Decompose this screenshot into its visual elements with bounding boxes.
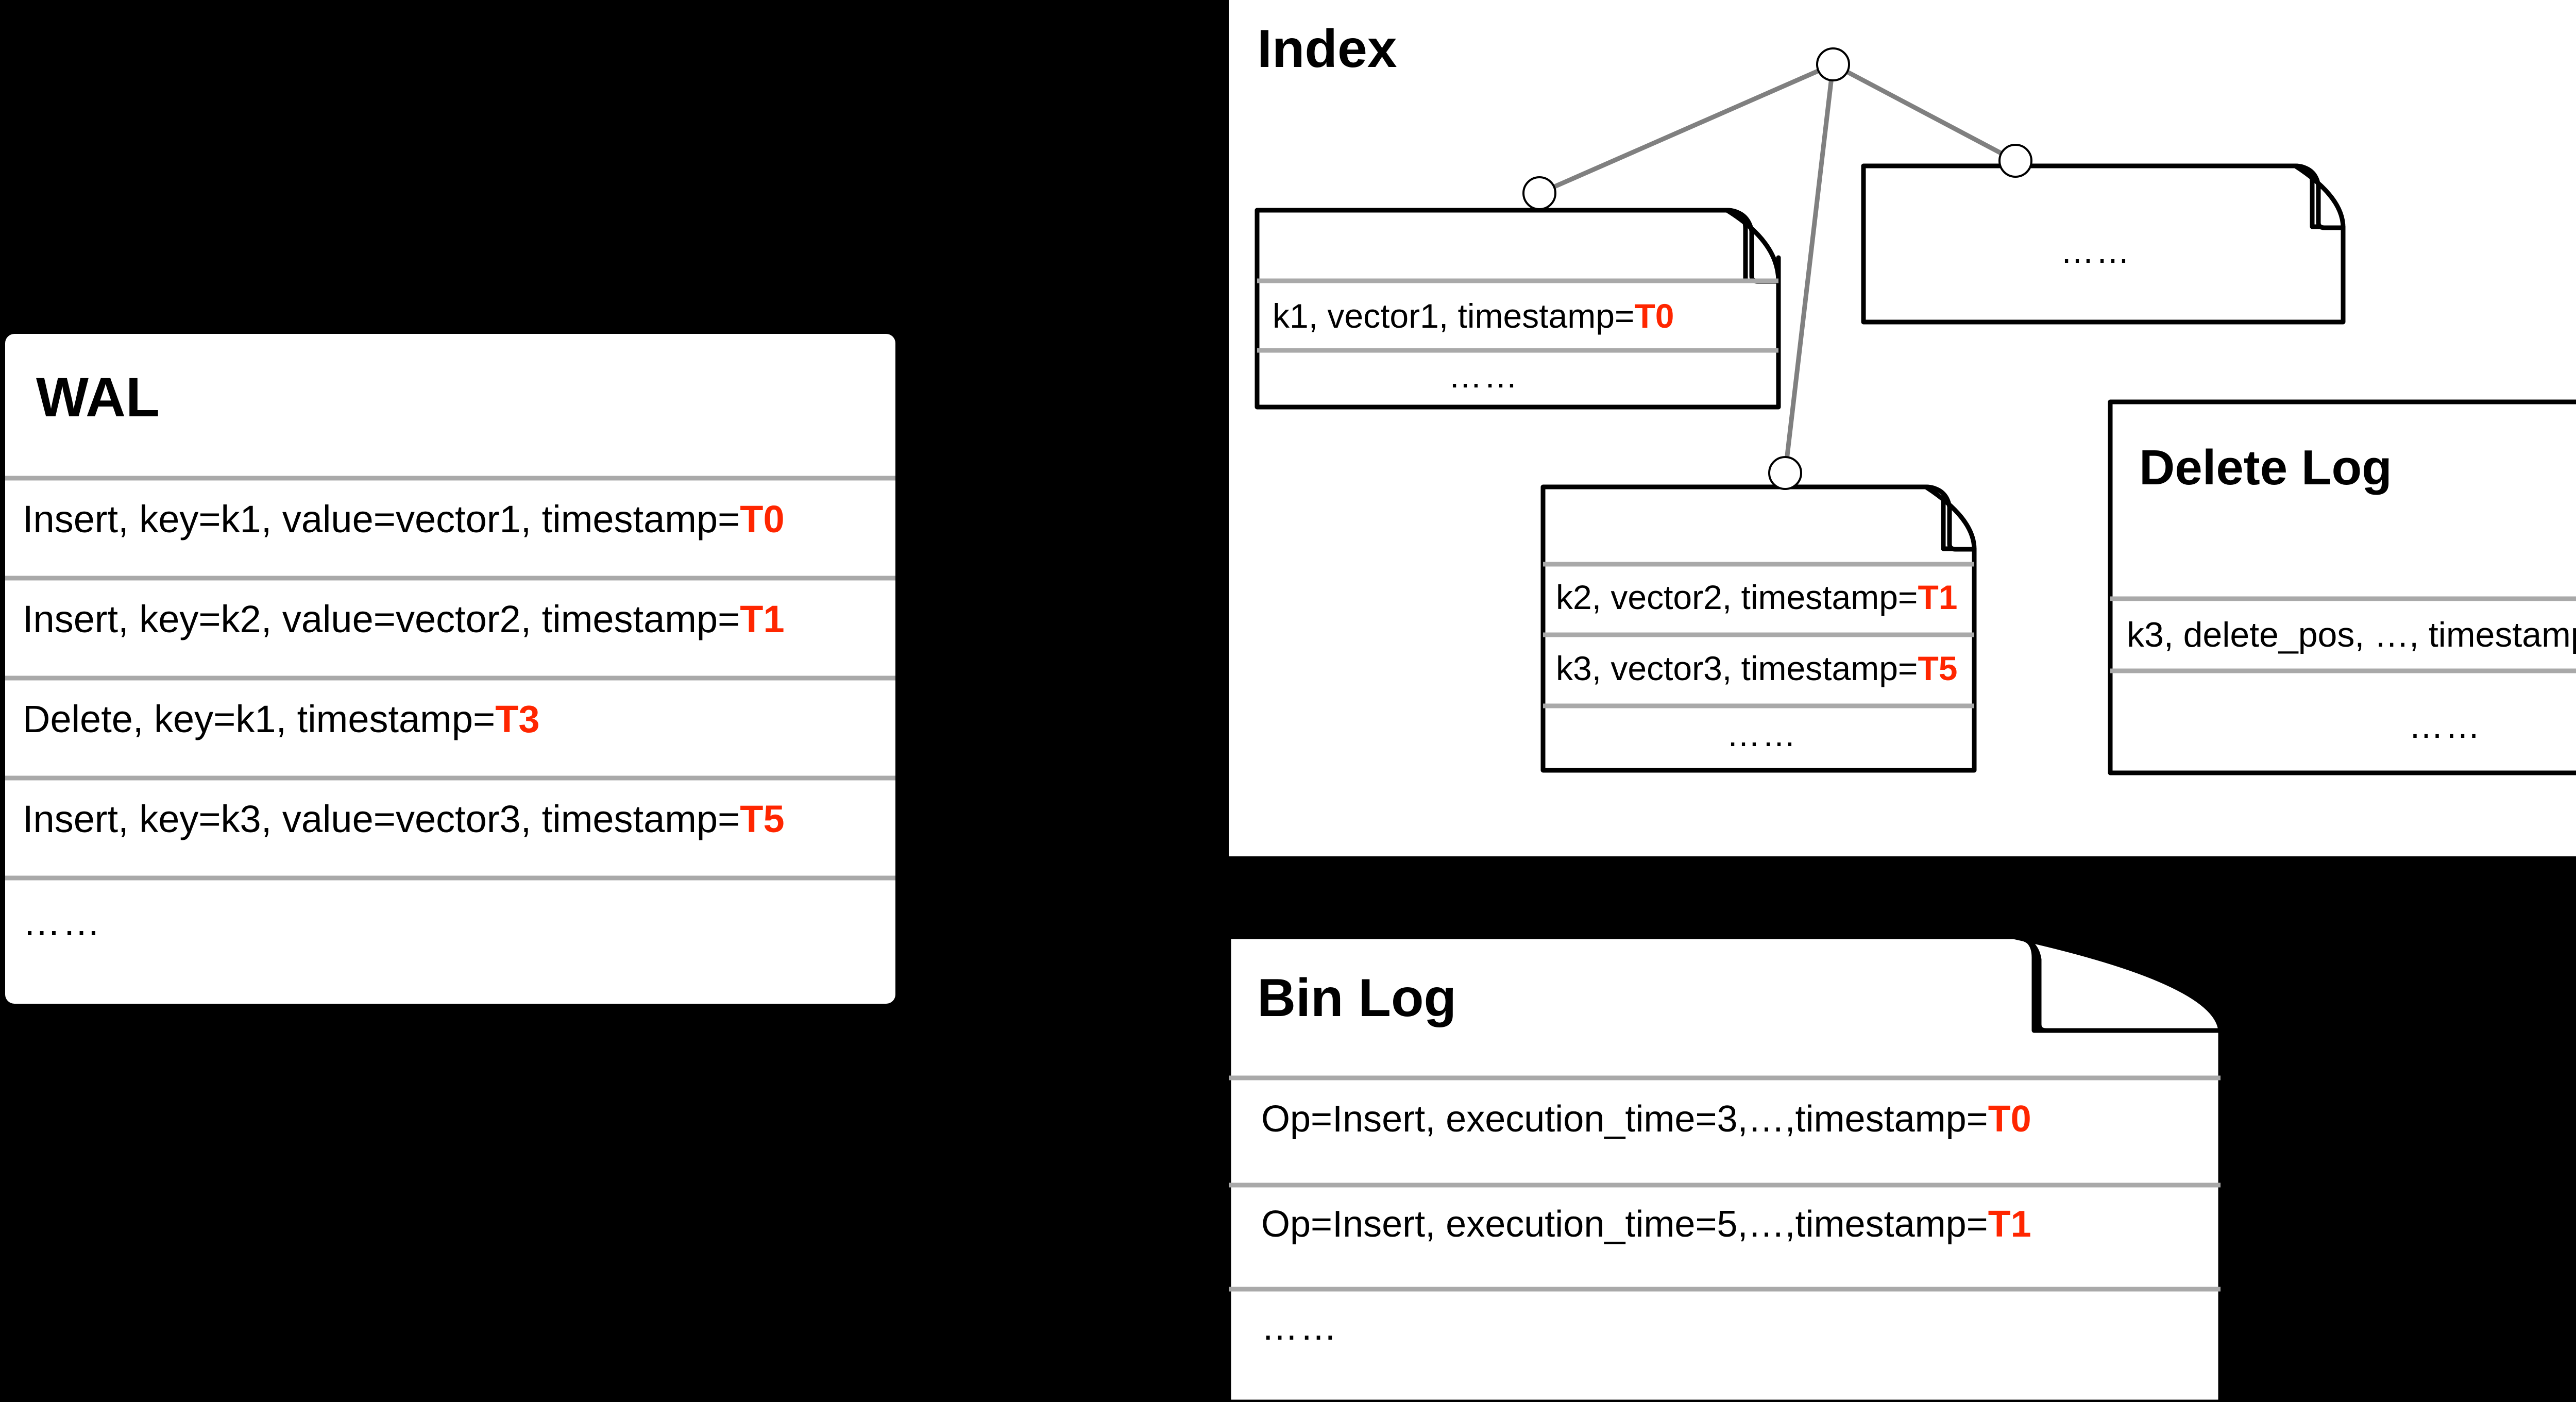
wal-panel[interactable]: WAL Insert, key=k1, value=vector1, times… bbox=[5, 334, 895, 1004]
index-card-row-ellipsis: …… bbox=[2060, 232, 2131, 270]
index-card-row-text: k2, vector2, timestamp=T1 bbox=[1556, 578, 1957, 616]
index-leaf-card-ellipsis[interactable]: …… bbox=[1861, 163, 2346, 325]
wal-title: WAL bbox=[36, 366, 160, 428]
index-leaf-card-k1[interactable]: k1, vector1, timestamp=T0 …… bbox=[1255, 208, 1781, 410]
tree-edge-root-left bbox=[1538, 62, 1834, 196]
wal-row-text: Insert, key=k2, value=vector2, timestamp… bbox=[23, 598, 785, 640]
bin-log-panel[interactable]: Bin Log Op=Insert, execution_time=3,…,ti… bbox=[1226, 934, 2223, 1402]
index-tree-edges bbox=[1538, 62, 2017, 474]
index-card-row-text: k3, vector3, timestamp=T5 bbox=[1556, 649, 1957, 687]
tree-node-middle[interactable] bbox=[1768, 456, 1802, 490]
tree-edge-root-right bbox=[1832, 62, 2017, 163]
delete-log-row-ellipsis: …… bbox=[2409, 706, 2482, 746]
index-leaf-card-k2-k3[interactable]: k2, vector2, timestamp=T1 k3, vector3, t… bbox=[1540, 484, 1977, 773]
index-card-row-ellipsis: …… bbox=[1726, 715, 1798, 753]
delete-log-title: Delete Log bbox=[2139, 440, 2392, 495]
tree-node-root[interactable] bbox=[1816, 47, 1850, 81]
wal-row-text: Delete, key=k1, timestamp=T3 bbox=[23, 698, 540, 740]
bin-log-row-text: Op=Insert, execution_time=3,…,timestamp=… bbox=[1261, 1099, 2031, 1140]
index-tree-nodes bbox=[1522, 47, 2032, 490]
bin-log-title: Bin Log bbox=[1257, 968, 1456, 1028]
wal-row-text: Insert, key=k3, value=vector3, timestamp… bbox=[23, 798, 785, 840]
delete-log-card[interactable]: Delete Log k3, delete_pos, …, timestamp=… bbox=[2108, 399, 2576, 775]
wal-row-text: Insert, key=k1, value=vector1, timestamp… bbox=[23, 498, 785, 540]
bin-log-row-ellipsis: …… bbox=[1261, 1307, 1338, 1348]
tree-node-right[interactable] bbox=[1998, 144, 2032, 178]
index-card-row-text: k1, vector1, timestamp=T0 bbox=[1273, 297, 1674, 335]
index-card-row-ellipsis: …… bbox=[1448, 357, 1519, 395]
tree-edge-root-middle bbox=[1783, 64, 1836, 474]
wal-panel-background bbox=[5, 334, 895, 1004]
index-title: Index bbox=[1257, 19, 1397, 79]
bin-log-row-text: Op=Insert, execution_time=5,…,timestamp=… bbox=[1261, 1204, 2031, 1245]
wal-row-ellipsis: …… bbox=[23, 901, 102, 943]
delete-log-row-text: k3, delete_pos, …, timestamp=T3 bbox=[2127, 615, 2576, 654]
tree-node-left[interactable] bbox=[1522, 176, 1556, 210]
index-panel[interactable]: Index k1, vector1, timestamp=T0 …… bbox=[1229, 0, 2576, 856]
